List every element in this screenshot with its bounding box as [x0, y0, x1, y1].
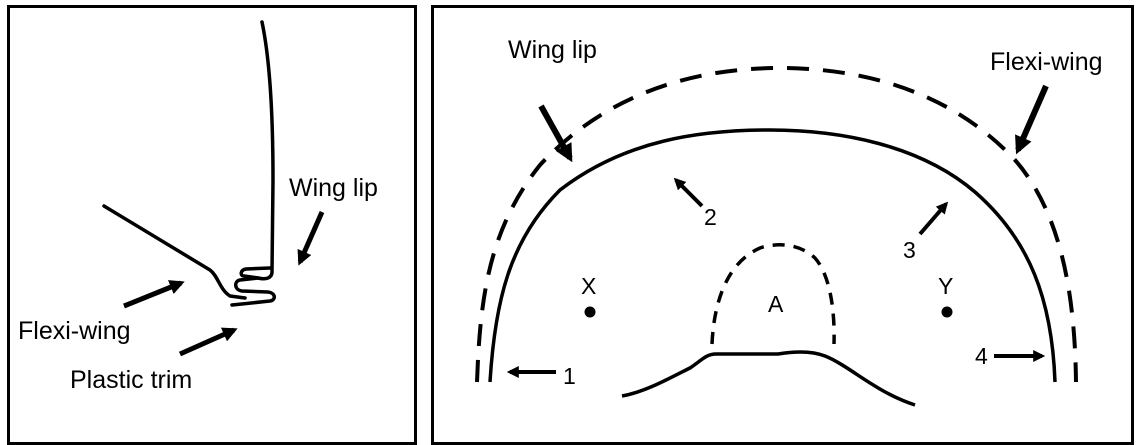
left-cross-section: Wing lip Flexi-wing Plastic trim	[18, 20, 378, 394]
flexi-wing-arrow-right	[1015, 84, 1049, 155]
flexi-wing-outline-dashed	[475, 65, 1078, 383]
cross-section-panel	[7, 5, 417, 445]
label-number-2: 2	[704, 204, 717, 230]
label-a: A	[768, 291, 784, 317]
right-wheel-arch: Wing lip Flexi-wing X Y A 1 2 3 4	[475, 36, 1103, 407]
arrow-3	[918, 201, 949, 236]
label-number-3: 3	[903, 237, 916, 263]
label-wing-lip-left: Wing lip	[289, 174, 378, 202]
label-flexi-wing-left: Flexi-wing	[18, 317, 131, 345]
arrow-2	[673, 177, 704, 208]
diagram-canvas: Wing lip Flexi-wing Plastic trim Wing li…	[18, 20, 1103, 407]
point-x	[584, 306, 596, 318]
label-flexi-wing-right: Flexi-wing	[990, 48, 1103, 76]
label-y: Y	[938, 273, 953, 299]
plastic-trim-arrow	[178, 327, 238, 357]
wing-lip-arrow-right	[538, 104, 573, 163]
plastic-trim-fold	[230, 276, 276, 307]
label-x: X	[581, 273, 596, 299]
tyre-profile	[621, 350, 916, 407]
label-number-1: 1	[563, 363, 576, 389]
wing-lip-outline	[488, 128, 1057, 383]
wing-lip-profile	[239, 20, 275, 281]
flexi-wing-profile	[102, 204, 247, 300]
label-number-4: 4	[975, 343, 988, 369]
point-y	[941, 306, 953, 318]
flexi-wing-arrow	[123, 280, 185, 309]
label-plastic-trim: Plastic trim	[70, 366, 192, 394]
zone-a-outline	[710, 243, 836, 345]
label-wing-lip-right: Wing lip	[508, 36, 597, 64]
wing-lip-arrow	[297, 210, 325, 266]
